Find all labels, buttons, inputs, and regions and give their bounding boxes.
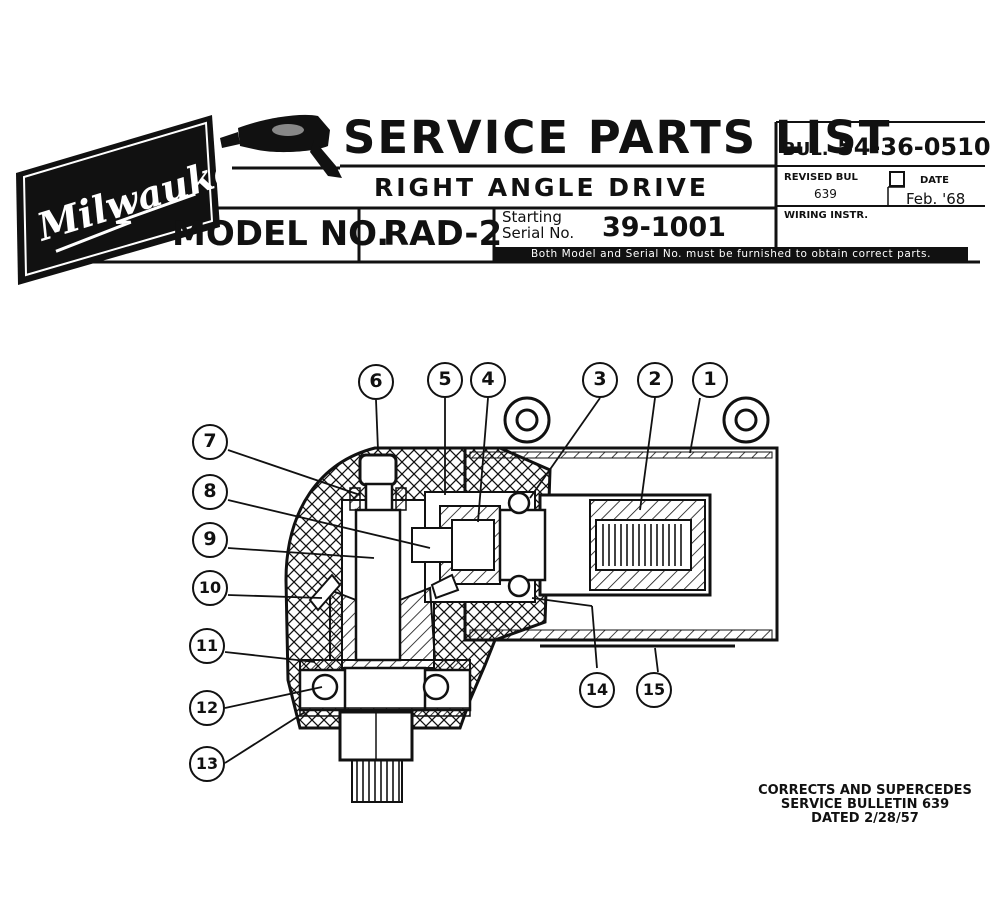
revised-bul-label: REVISED BUL bbox=[784, 172, 858, 183]
date-value: Feb. '68 bbox=[906, 190, 966, 208]
callout-4: 4 bbox=[470, 362, 506, 398]
note-line-3: DATED 2/28/57 bbox=[811, 811, 919, 826]
serial-no-label: Serial No. bbox=[502, 224, 575, 242]
callout-13: 13 bbox=[189, 746, 225, 782]
notice-banner: Both Model and Serial No. must be furnis… bbox=[494, 247, 968, 261]
header-rules bbox=[88, 121, 985, 264]
revised-bul-value: 639 bbox=[814, 187, 837, 201]
callout-3: 3 bbox=[582, 362, 618, 398]
callout-14: 14 bbox=[579, 672, 615, 708]
drill-icon bbox=[220, 114, 342, 178]
model-label: MODEL NO. bbox=[172, 214, 390, 254]
callout-10: 10 bbox=[192, 570, 228, 606]
callout-7: 7 bbox=[192, 424, 228, 460]
starting-serial-label: Starting Serial No. bbox=[502, 209, 574, 241]
serial-value: 39-1001 bbox=[602, 212, 726, 243]
callout-15: 15 bbox=[636, 672, 672, 708]
wiring-instr-label: WIRING INSTR. bbox=[784, 210, 869, 221]
callout-12: 12 bbox=[189, 690, 225, 726]
revised-checkbox bbox=[889, 171, 905, 187]
bul-label: BUL. bbox=[782, 139, 829, 160]
starting-label: Starting bbox=[502, 208, 562, 226]
note-line-2: SERVICE BULLETIN 639 bbox=[780, 797, 950, 812]
note-line-1: CORRECTS AND SUPERCEDES bbox=[758, 783, 972, 798]
page-subtitle: RIGHT ANGLE DRIVE bbox=[374, 173, 709, 202]
callout-1: 1 bbox=[692, 362, 728, 398]
callout-9: 9 bbox=[192, 522, 228, 558]
bul-number: 54-36-0510 bbox=[837, 133, 991, 161]
supersedes-note: CORRECTS AND SUPERCEDES SERVICE BULLETIN… bbox=[740, 784, 990, 826]
date-label: DATE bbox=[920, 175, 949, 186]
milwaukee-logo: Milwaukee bbox=[16, 115, 222, 285]
model-value: RAD-2 bbox=[383, 214, 503, 254]
callout-8: 8 bbox=[192, 474, 228, 510]
callout-2: 2 bbox=[637, 362, 673, 398]
callout-6: 6 bbox=[358, 364, 394, 400]
bulletin-number: BUL. 54-36-0510 bbox=[782, 128, 991, 169]
callout-11: 11 bbox=[189, 628, 225, 664]
callout-5: 5 bbox=[427, 362, 463, 398]
